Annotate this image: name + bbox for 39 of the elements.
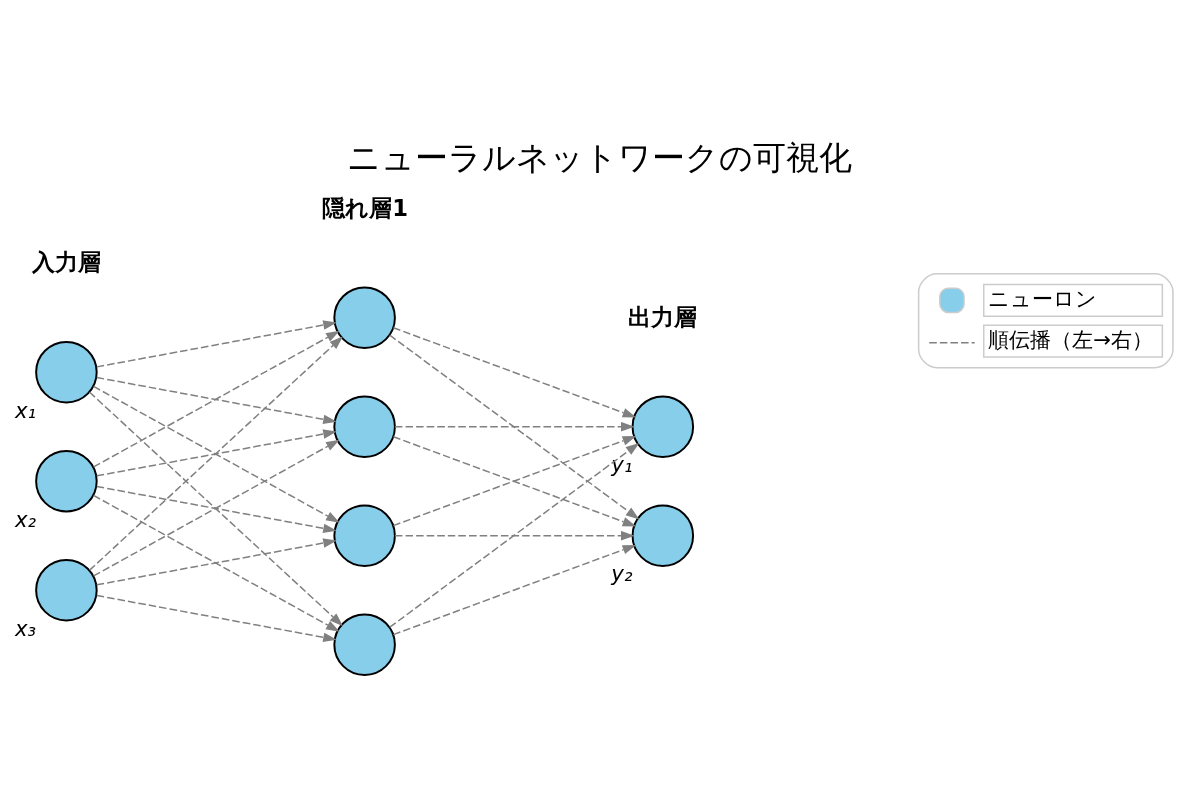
arrow — [92, 385, 340, 523]
arrow — [389, 333, 640, 519]
arrow — [389, 442, 640, 628]
arrow — [392, 544, 637, 635]
arrow — [92, 439, 340, 577]
arrow — [88, 335, 344, 571]
node-label: y₁ — [611, 451, 633, 477]
arrow — [96, 319, 337, 368]
arrow — [392, 435, 637, 526]
node-circle — [35, 558, 98, 621]
label: 入力層 — [31, 248, 101, 275]
node-label: x₁ — [14, 397, 36, 423]
node-label: x₃ — [14, 615, 36, 641]
arrow — [394, 530, 635, 540]
label: 出力層 — [628, 303, 697, 330]
node-circle — [333, 285, 396, 349]
label: 隠れ層1 — [322, 194, 409, 221]
diagram-title: ニューラルネットワークの可視化 — [347, 137, 853, 177]
node-circle — [333, 612, 396, 676]
node-label: x₂ — [14, 506, 36, 532]
arrow — [96, 428, 337, 477]
arrow — [392, 326, 637, 417]
node-circle — [35, 449, 98, 512]
arrow — [88, 391, 344, 626]
arrow — [96, 485, 337, 533]
arrow — [96, 537, 337, 586]
node-circle — [333, 394, 396, 458]
arrow — [96, 594, 337, 642]
legend-label: ニューロン — [988, 285, 1098, 311]
node-circle — [333, 503, 396, 567]
node-circle — [35, 340, 98, 403]
node-circle — [631, 503, 695, 567]
arrow — [92, 330, 340, 468]
node-circle — [631, 394, 695, 458]
node-label: y₂ — [611, 560, 633, 586]
legend-label: 順伝播（左→右） — [988, 326, 1154, 352]
arrow — [394, 421, 635, 431]
arrow — [96, 376, 337, 424]
arrow — [92, 494, 340, 632]
